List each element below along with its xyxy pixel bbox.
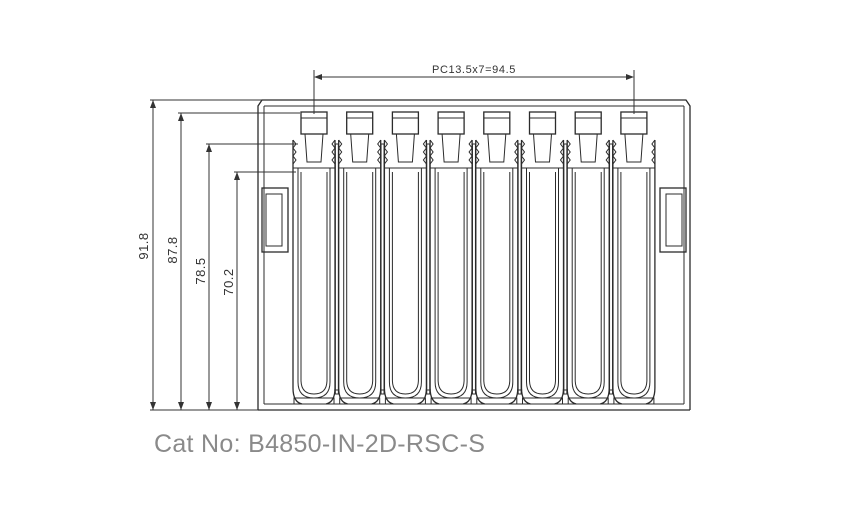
tube (292, 111, 340, 405)
tube (338, 111, 386, 405)
tube (475, 111, 523, 405)
tube (566, 111, 614, 405)
left-side-grip (261, 187, 289, 253)
dimension-87-8: 87.8 (165, 236, 180, 263)
pitch-dimension: PC13.5x7=94.5 (313, 64, 635, 114)
tube (612, 111, 656, 405)
dimension-78-5: 78.5 (193, 257, 208, 284)
tube-group (292, 111, 656, 405)
tube (520, 111, 568, 405)
right-side-grip (659, 187, 687, 253)
rack-body (257, 99, 691, 411)
tube (383, 111, 431, 405)
dimension-70-2: 70.2 (221, 268, 236, 295)
tube (429, 111, 477, 405)
catalog-number: Cat No: B4850-IN-2D-RSC-S (154, 430, 486, 458)
pitch-label: PC13.5x7=94.5 (432, 64, 516, 76)
height-dimensions: 91.8 87.8 78.5 70.2 (136, 99, 300, 411)
dimension-91-8: 91.8 (136, 232, 151, 259)
